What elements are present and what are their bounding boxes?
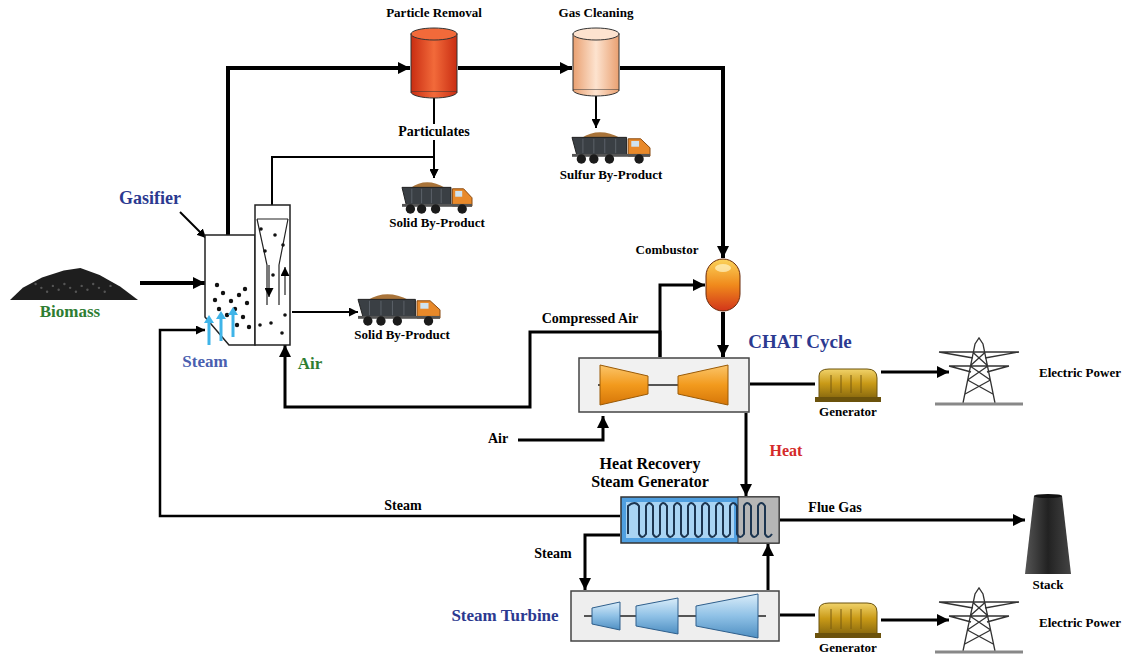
power-tower: Electric Power [935,338,1023,406]
flow-connector [595,96,597,128]
node-label: Biomass [40,302,100,322]
byproduct-truck: Solid By-Product [358,290,440,326]
node-label: Electric Power [1039,616,1121,631]
steam-turbine-icon [570,590,780,642]
flow-connector [745,413,748,496]
power-tower-icon [935,588,1023,654]
byproduct-truck: Solid By-Product [402,178,472,214]
gasifier-unit: Gasifier [205,205,292,345]
combustor-vessel: Combustor [705,258,741,312]
node-label: Steam Turbine [451,606,558,626]
byproduct-truck: Sulfur By-Product [572,128,650,164]
node-label: Stack [1032,578,1063,593]
node-label: Solid By-Product [389,216,484,231]
node-label: Generator [819,405,877,420]
flow-connector [585,535,620,590]
node-label: Solid By-Product [354,328,449,343]
flow-connector [292,311,358,313]
feedstock-pile-icon [10,268,138,300]
generator: Generator [815,600,881,638]
chimney-stack: Stack [1025,494,1071,574]
gasifier-leader [180,212,206,238]
edge-label: Heat [768,442,805,460]
flow-connector [780,519,1025,522]
flow-connector [750,383,815,386]
flow-connector [285,332,660,407]
edge-label: Particulates [396,124,472,140]
flow-connector [620,68,723,258]
generator-icon [815,600,881,638]
flow-connector [767,544,770,590]
particle-filter-icon [410,28,458,98]
flow-connector [721,312,725,357]
flow-connector [881,371,949,374]
node-label: Generator [819,641,877,656]
node-label: Sulfur By-Product [560,168,662,183]
edge-label: Steam [382,498,423,514]
power-tower: Electric Power [935,588,1023,654]
air-inlet-label: Air [298,354,323,374]
node-label: CHAT Cycle [748,331,851,353]
node-label: Particle Removal [386,6,482,21]
flow-connector [780,614,815,617]
flow-connector [140,281,205,285]
gas-cleaner-icon [572,28,620,96]
flow-connector [458,66,572,70]
gas-cleaner: Gas Cleaning [572,28,620,96]
particle-filter: Particle Removal [410,28,458,98]
power-tower-icon [935,338,1023,406]
node-label: Combustor [636,243,699,258]
feedstock-pile: Biomass [10,268,138,300]
gas-turbine: CHAT Cycle [578,357,750,413]
flow-connector [881,619,949,622]
generator: Generator [815,366,881,402]
chimney-stack-icon [1025,494,1071,574]
node-label: Gas Cleaning [559,6,634,21]
connectors [140,68,1025,620]
byproduct-truck-icon [402,178,472,214]
flow-connector [160,330,620,516]
byproduct-truck-icon [572,128,650,164]
node-label: Heat Recovery Steam Generator [580,455,720,492]
byproduct-truck-icon [358,290,440,326]
generator-icon [815,366,881,402]
edge-label: Flue Gas [806,500,863,516]
steam-inlet-label: Steam [182,352,227,372]
gas-turbine-icon [578,357,750,413]
edge-label: Compressed Air [540,311,641,327]
gasifier-unit-icon [205,205,292,345]
node-label: Electric Power [1039,366,1121,381]
steam-turbine: Steam Turbine [570,590,780,642]
combustor-vessel-icon [705,258,741,312]
air-intake-label: Air [488,431,508,447]
heat-recovery-unit-icon [620,496,780,544]
node-label: Gasifier [119,188,181,209]
air-intake-line [518,416,603,440]
flow-connector [660,285,705,357]
edge-label: Steam [532,546,573,562]
heat-recovery-unit: Heat Recovery Steam Generator [620,496,780,544]
